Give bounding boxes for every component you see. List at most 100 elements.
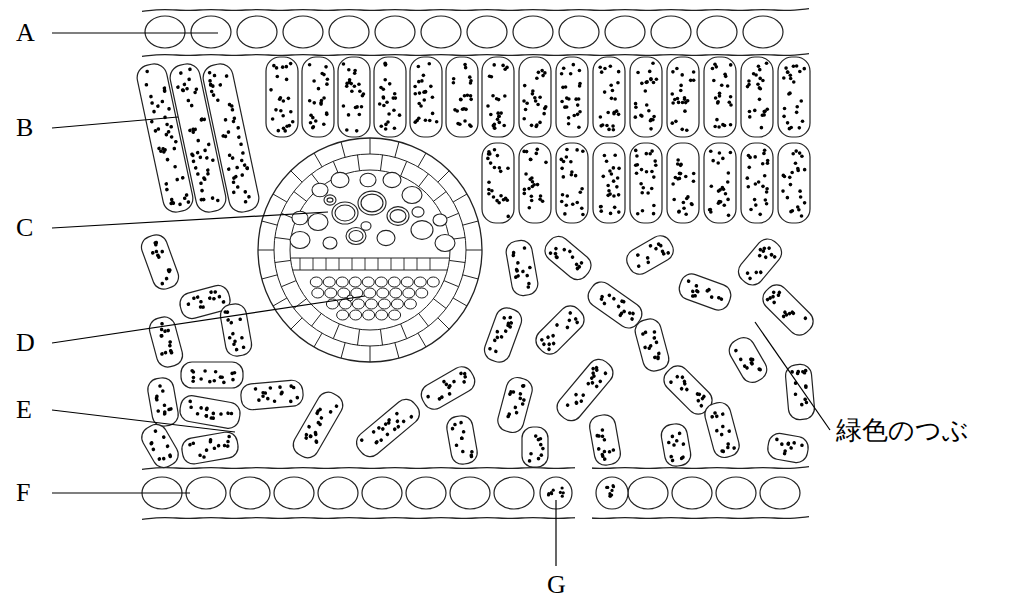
chloroplast	[418, 91, 422, 95]
chloroplast	[654, 246, 659, 251]
chloroplast	[233, 339, 237, 343]
chloroplast	[657, 351, 661, 355]
chloroplast	[645, 103, 649, 107]
leaf-part	[332, 202, 358, 224]
chloroplast	[802, 67, 806, 71]
chloroplast	[676, 158, 680, 162]
leaf-part	[323, 237, 337, 249]
chloroplast	[208, 296, 212, 300]
leaf-part	[433, 299, 446, 309]
chloroplast	[597, 447, 601, 451]
chloroplast	[460, 436, 464, 440]
chloroplast	[794, 392, 798, 396]
leaf-part	[230, 477, 270, 509]
chloroplast	[209, 416, 213, 420]
chloroplast	[670, 92, 674, 96]
chloroplast	[607, 293, 612, 298]
chloroplast	[469, 94, 473, 98]
leaf-part	[314, 153, 322, 167]
leaf-part	[550, 492, 553, 495]
chloroplast	[167, 107, 171, 111]
chloroplast	[612, 128, 616, 132]
chloroplast	[670, 434, 674, 438]
chloroplast	[503, 329, 508, 334]
chloroplast	[765, 190, 769, 194]
chloroplast	[761, 185, 765, 189]
chloroplast	[347, 68, 351, 72]
chloroplast	[644, 81, 648, 85]
chloroplast	[193, 127, 197, 131]
chloroplast	[798, 126, 802, 130]
chloroplast	[159, 327, 163, 331]
green-cell	[633, 317, 672, 374]
chloroplast	[439, 395, 444, 400]
chloroplast	[525, 150, 529, 154]
chloroplast	[150, 101, 154, 105]
part-letter: C	[16, 215, 33, 241]
chloroplast	[574, 262, 579, 267]
chloroplast	[803, 201, 807, 205]
leaf-part	[313, 258, 314, 270]
chloroplast	[766, 159, 770, 163]
chloroplast	[345, 128, 349, 132]
leaf-part	[559, 491, 562, 494]
chloroplast	[796, 371, 800, 375]
chloroplast	[789, 126, 793, 130]
chloroplast	[508, 325, 513, 330]
chloroplast	[309, 121, 313, 125]
leaf-part	[380, 155, 382, 171]
green-cell	[531, 301, 588, 358]
chloroplast	[676, 162, 680, 166]
chloroplast	[187, 77, 191, 81]
chloroplast	[314, 119, 318, 123]
chloroplast	[581, 213, 585, 217]
chloroplast	[763, 174, 767, 178]
chloroplast	[186, 98, 190, 102]
chloroplast	[461, 449, 465, 453]
chloroplast	[569, 72, 573, 76]
chloroplast	[567, 116, 571, 120]
chloroplast	[521, 384, 525, 388]
chloroplast	[156, 127, 160, 131]
leaf-part	[361, 222, 371, 231]
chloroplast	[799, 195, 803, 199]
chloroplast	[460, 436, 464, 440]
chloroplast	[522, 398, 526, 402]
leaf-part	[336, 277, 348, 287]
chloroplast	[586, 381, 591, 386]
leaf-part	[704, 143, 736, 223]
chloroplast	[214, 370, 218, 374]
leaf-part	[556, 143, 588, 223]
chloroplast	[726, 84, 730, 88]
chloroplast	[762, 110, 766, 114]
chloroplast	[358, 113, 362, 117]
chloroplast	[527, 281, 531, 285]
chloroplast	[229, 411, 233, 415]
part-letter: G	[547, 572, 566, 598]
chloroplast	[281, 114, 285, 118]
chloroplast	[603, 90, 607, 94]
leaf-part	[778, 57, 810, 137]
chloroplast	[493, 166, 497, 170]
chloroplast	[257, 398, 261, 402]
chloroplast	[374, 439, 379, 444]
chloroplast	[160, 322, 164, 326]
chloroplast	[227, 102, 231, 106]
green-cell	[741, 57, 773, 137]
chloroplast	[181, 88, 185, 92]
leaf-part	[142, 467, 809, 470]
chloroplast	[393, 92, 397, 96]
chloroplast	[385, 101, 389, 105]
chloroplast	[530, 199, 534, 203]
chloroplast	[312, 101, 316, 105]
chloroplast	[240, 336, 244, 340]
leaf-part	[389, 310, 401, 320]
chloroplast	[380, 426, 385, 431]
chloroplast	[241, 345, 245, 349]
chloroplast	[216, 198, 220, 202]
chloroplast	[194, 87, 198, 91]
chloroplast	[463, 119, 467, 123]
chloroplast	[680, 456, 684, 460]
chloroplast	[599, 115, 603, 119]
chloroplast	[716, 101, 720, 105]
